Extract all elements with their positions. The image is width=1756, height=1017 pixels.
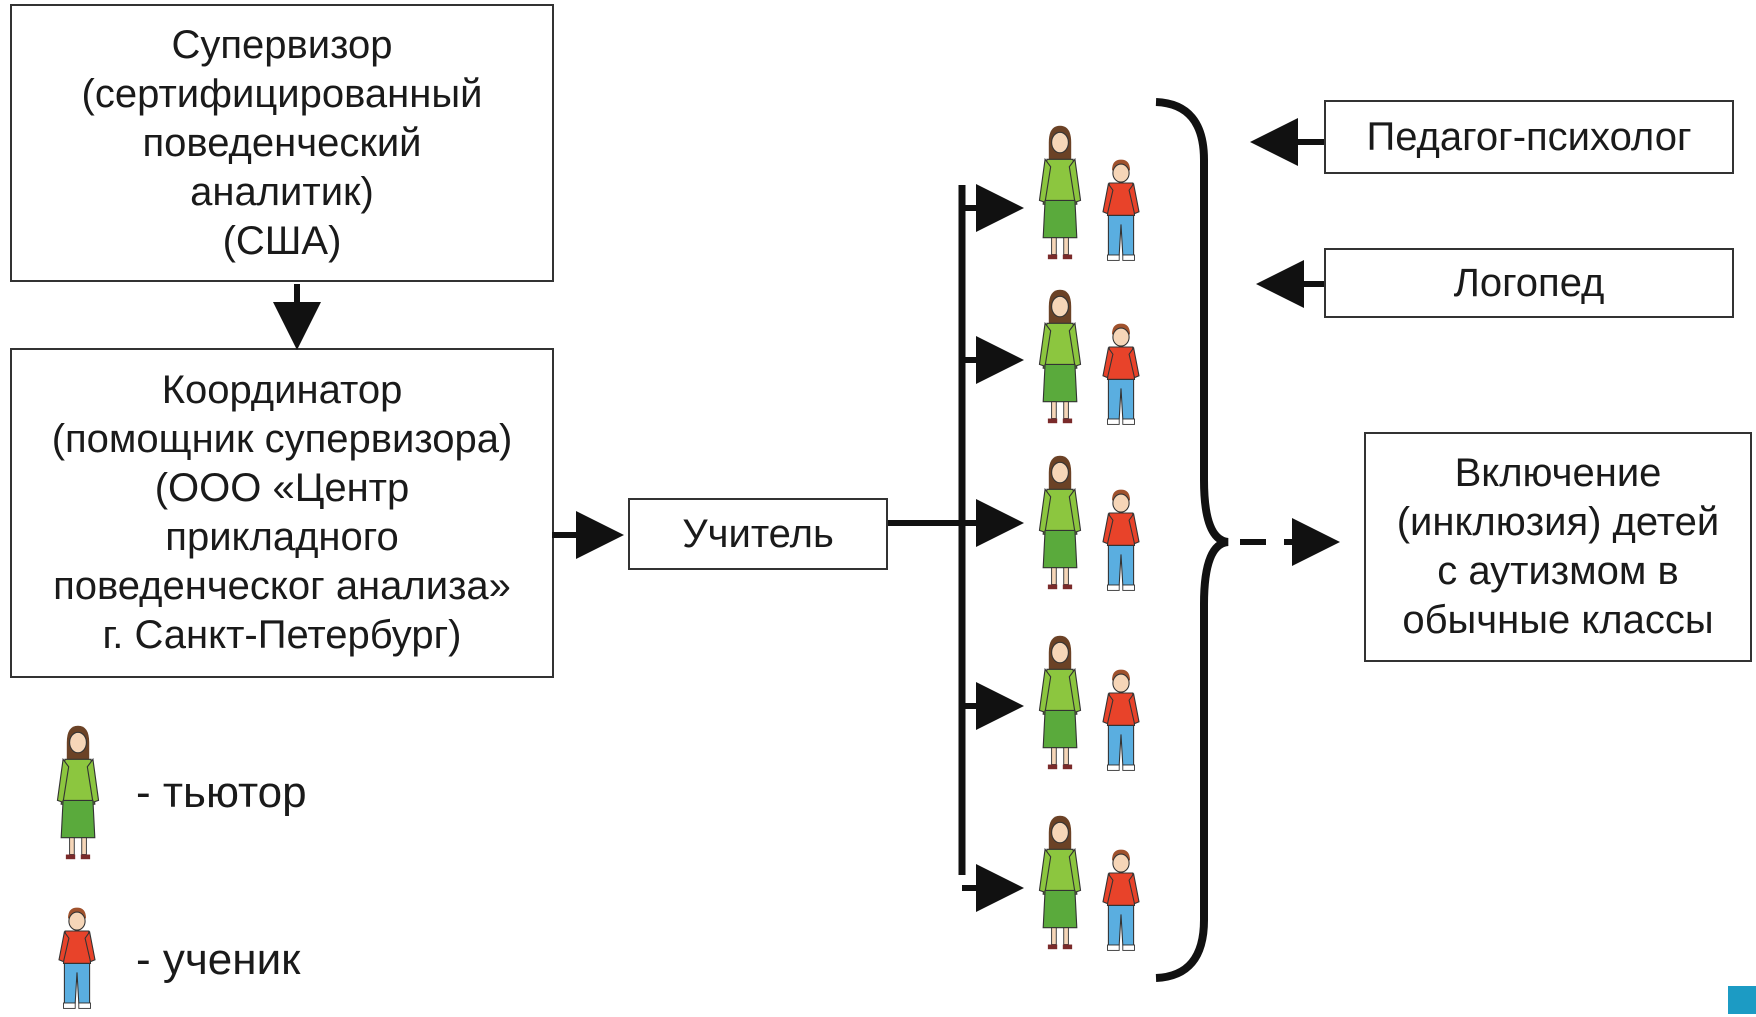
coordinator-box: Координатор (помощник супервизора) (ООО … <box>10 348 554 678</box>
coordinator-line-2: (помощник супервизора) <box>51 417 513 461</box>
teacher-box: Учитель <box>628 498 888 570</box>
coordinator-line-1: Координатор <box>161 368 403 412</box>
coordinator-line-5: поведенческог анализа» <box>53 564 511 608</box>
supervisor-line-1: Супервизор <box>171 22 393 67</box>
supervisor-line-5: (США) <box>222 218 342 263</box>
group-curly-brace <box>1155 98 1229 982</box>
psychologist-label: Педагог-психолог <box>1366 114 1692 159</box>
inclusion-line-3: с аутизмом в <box>1437 549 1679 593</box>
legend-student-icon <box>54 904 100 1017</box>
tutor-figure-icon <box>1032 448 1088 601</box>
inclusion-line-1: Включение <box>1454 451 1662 495</box>
student-figure-icon <box>1098 156 1144 269</box>
legend-tutor-label: - тьютор <box>136 768 307 817</box>
tutor-figure-icon <box>1032 118 1088 271</box>
speech-therapist-box: Логопед <box>1324 248 1734 318</box>
legend-tutor-icon <box>50 718 106 871</box>
speech-therapist-label: Логопед <box>1453 260 1605 305</box>
teacher-label: Учитель <box>682 511 834 556</box>
student-figure-icon <box>1098 486 1144 599</box>
tutor-figure-icon <box>1032 282 1088 435</box>
coordinator-line-6: г. Санкт-Петербург) <box>102 613 462 657</box>
student-figure-icon <box>1098 320 1144 433</box>
coordinator-line-3: (ООО «Центр <box>154 466 410 510</box>
student-figure-icon <box>1098 666 1144 779</box>
tutor-figure-icon <box>1032 628 1088 781</box>
coordinator-line-4: прикладного <box>165 515 399 559</box>
psychologist-box: Педагог-психолог <box>1324 100 1734 174</box>
supervisor-line-3: поведенческий <box>142 120 422 165</box>
supervisor-line-4: аналитик) <box>190 169 374 214</box>
supervisor-line-2: (сертифицированный <box>81 71 483 116</box>
inclusion-line-2: (инклюзия) детей <box>1396 500 1720 544</box>
inclusion-line-4: обычные классы <box>1402 598 1714 642</box>
student-figure-icon <box>1098 846 1144 959</box>
legend-student-label: - ученик <box>136 935 301 984</box>
corner-accent-square <box>1728 986 1756 1014</box>
inclusion-box: Включение (инклюзия) детей с аутизмом в … <box>1364 432 1752 662</box>
supervisor-box: Супервизор (сертифицированный поведенчес… <box>10 4 554 282</box>
tutor-figure-icon <box>1032 808 1088 961</box>
